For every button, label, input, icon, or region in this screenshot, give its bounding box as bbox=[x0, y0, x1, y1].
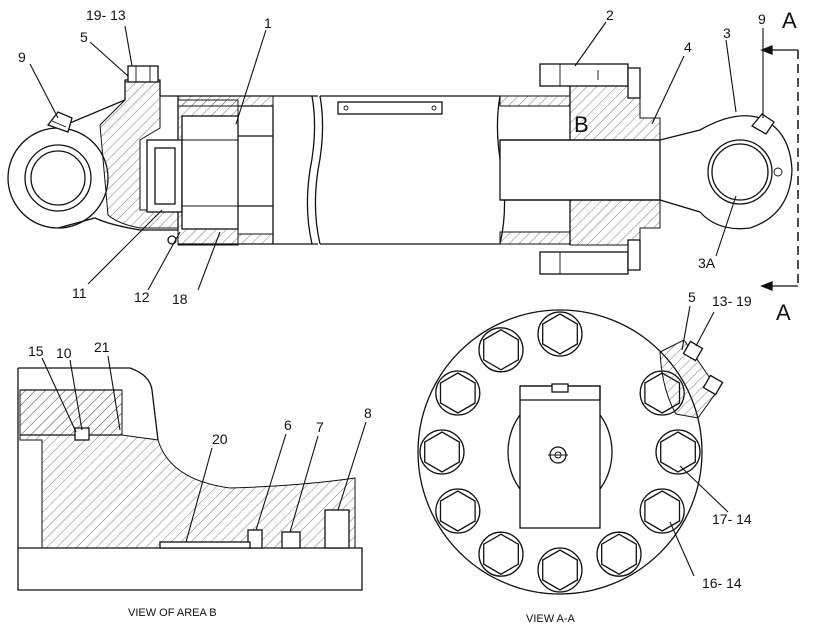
hex-bolt bbox=[639, 488, 685, 534]
section-mark-a-bottom: A bbox=[776, 300, 791, 325]
left-head-bolt bbox=[127, 65, 159, 83]
callout-11: 11 bbox=[72, 285, 87, 301]
piston-assembly bbox=[146, 99, 239, 246]
callout-5-view: 5 bbox=[688, 289, 696, 305]
leader-lines bbox=[29, 21, 764, 577]
callout-4: 4 bbox=[684, 39, 692, 55]
view-a-a bbox=[417, 309, 724, 595]
hex-bolt bbox=[419, 429, 465, 475]
hex-bolt bbox=[655, 429, 701, 475]
cylinder-head bbox=[499, 63, 661, 275]
callout-21: 21 bbox=[94, 339, 110, 355]
section-line-a-a bbox=[760, 45, 799, 291]
callout-13-19: 13- 19 bbox=[712, 293, 752, 309]
hex-bolt bbox=[478, 531, 524, 577]
hex-bolt bbox=[537, 547, 583, 593]
cylinder-barrel bbox=[177, 95, 506, 245]
callout-1: 1 bbox=[264, 15, 272, 31]
callout-9-right: 9 bbox=[758, 11, 766, 27]
callout-10: 10 bbox=[56, 345, 72, 361]
callout-9-left: 9 bbox=[18, 49, 26, 65]
callout-19-13: 19- 13 bbox=[86, 7, 126, 23]
hex-bolt bbox=[596, 531, 642, 577]
hex-bolt bbox=[435, 488, 481, 534]
callout-3: 3 bbox=[723, 25, 731, 41]
callout-12: 12 bbox=[134, 289, 150, 305]
callout-5-left: 5 bbox=[80, 29, 88, 45]
bolt-ring bbox=[419, 311, 701, 593]
caption-view-of-area-b: VIEW OF AREA B bbox=[128, 607, 217, 619]
callout-3a: 3A bbox=[698, 255, 716, 271]
callout-labels: 19- 13 5 9 1 2 4 3 9 B 3A 11 12 18 A A 1… bbox=[18, 7, 797, 625]
callout-16-14: 16- 14 bbox=[702, 575, 742, 591]
callout-b: B bbox=[574, 112, 589, 137]
caption-view-a-a: VIEW A-A bbox=[526, 613, 576, 625]
view-of-area-b bbox=[17, 367, 363, 591]
hex-bolt bbox=[478, 327, 524, 373]
cylinder-section-view bbox=[7, 45, 799, 291]
callout-2: 2 bbox=[606, 7, 614, 23]
piston-rod bbox=[499, 139, 661, 201]
left-mounting-eye bbox=[7, 79, 179, 245]
callout-6: 6 bbox=[284, 417, 292, 433]
callout-20: 20 bbox=[212, 431, 228, 447]
left-grease-fitting bbox=[46, 111, 73, 133]
callout-7: 7 bbox=[316, 419, 324, 435]
callout-8: 8 bbox=[364, 405, 372, 421]
callout-15: 15 bbox=[28, 343, 44, 359]
callout-17-14: 17- 14 bbox=[712, 511, 752, 527]
section-mark-a-top: A bbox=[782, 8, 797, 33]
hex-bolt bbox=[537, 311, 583, 357]
callout-18: 18 bbox=[172, 291, 188, 307]
right-mounting-eye bbox=[659, 113, 793, 230]
hex-bolt bbox=[435, 370, 481, 416]
